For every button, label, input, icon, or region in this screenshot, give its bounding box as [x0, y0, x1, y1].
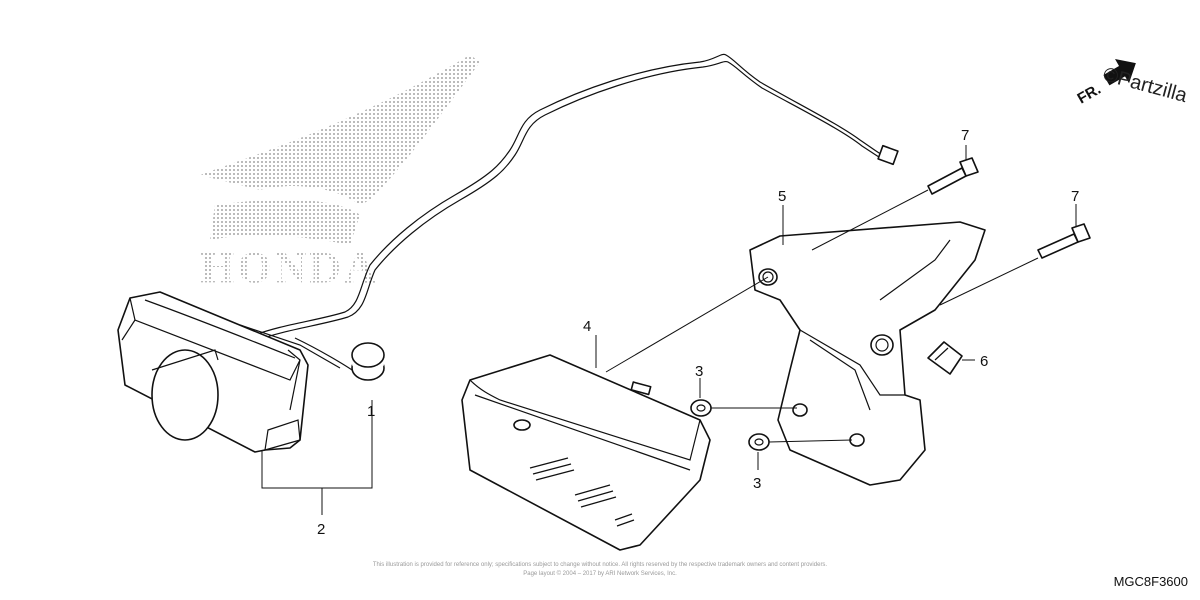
- license-light-housing: [461, 354, 711, 551]
- callout-1: 1: [367, 403, 375, 420]
- nut-lower: [748, 433, 770, 451]
- bolt-upper: [927, 157, 979, 195]
- leader-lines: [261, 145, 1077, 515]
- callout-3-lower: 3: [753, 475, 761, 492]
- clip-nut: [927, 341, 963, 375]
- mounting-bracket: [749, 221, 986, 486]
- bolt-lower: [1037, 223, 1091, 259]
- legal-line-2: Page layout © 2004 – 2017 by ARI Network…: [523, 570, 677, 577]
- front-direction-label: FR.: [1074, 81, 1103, 108]
- callout-5: 5: [778, 188, 786, 205]
- collar-part: [351, 342, 385, 381]
- front-arrow-icon: [1103, 59, 1136, 86]
- callout-7-lower: 7: [1071, 188, 1079, 205]
- wire-harness: [254, 53, 891, 336]
- legal-line-1: This illustration is provided for refere…: [373, 562, 828, 568]
- wire-harness-edge: [257, 60, 891, 341]
- watermark-text: ©Partzilla: [1101, 64, 1190, 108]
- diagram-code: MGC8F3600: [1114, 574, 1188, 589]
- honda-wing-logo: HONDA: [200, 55, 480, 292]
- callout-3-upper: 3: [695, 363, 703, 380]
- callout-6: 6: [980, 353, 988, 370]
- honda-logo-text: HONDA: [200, 243, 379, 292]
- tail-light-assembly: [117, 291, 356, 453]
- callout-7-upper: 7: [961, 127, 969, 144]
- wire-connector: [877, 144, 899, 166]
- callout-2: 2: [317, 521, 325, 538]
- nut-upper: [690, 399, 712, 417]
- callout-4: 4: [583, 318, 591, 335]
